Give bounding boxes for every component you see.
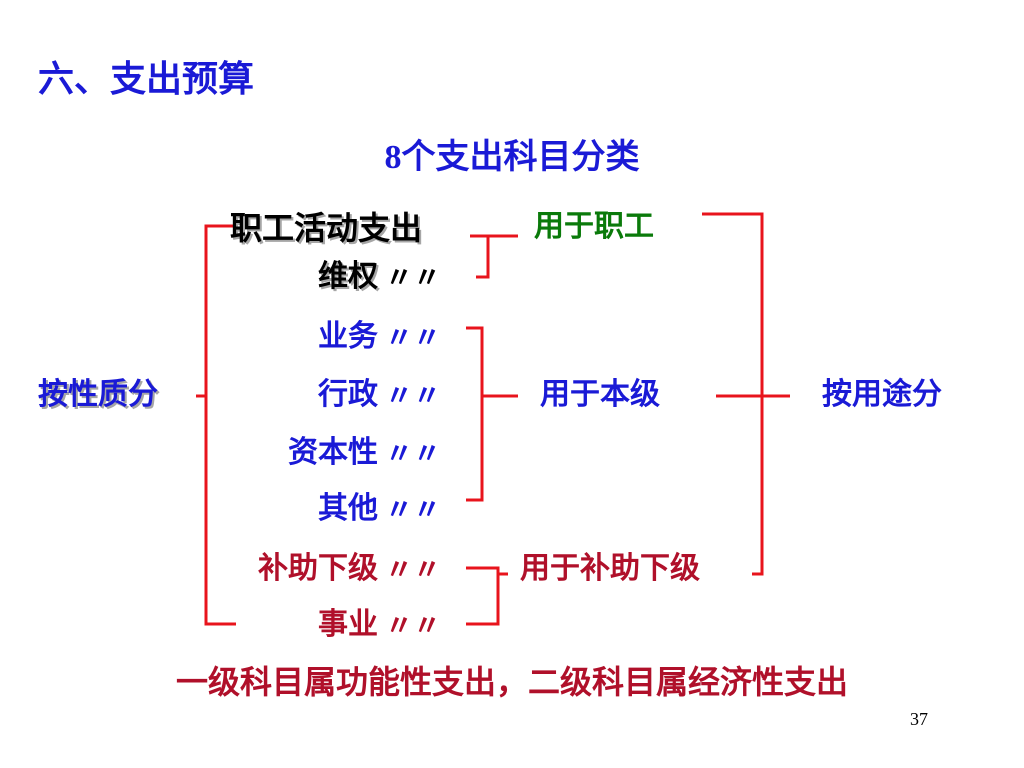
item-other-name: 其他 — [318, 491, 378, 526]
item-business-name: 业务 — [318, 319, 378, 354]
left-bracket — [204, 224, 236, 626]
page-number: 37 — [910, 709, 928, 729]
subtitle-number: 8 — [384, 139, 402, 176]
item-subsidy-ditto: 〃〃 — [385, 553, 442, 586]
item-admin-name: 行政 — [318, 377, 378, 412]
item-other-ditto: 〃〃 — [385, 493, 442, 526]
right-label-purpose: 按用途分 — [822, 377, 942, 412]
group-label-subsidy: 用于补助下级 — [520, 551, 700, 586]
subsidy-bracket — [466, 566, 500, 626]
slide-title: 六、支出预算 — [38, 59, 255, 100]
item-business-ditto: 〃〃 — [385, 321, 442, 354]
item-capital-name: 资本性 — [288, 435, 378, 470]
subtitle-text: 个支出科目分类 — [401, 137, 640, 177]
item-enterprise-ditto: 〃〃 — [385, 609, 442, 642]
item-staff-activity: 职工活动支出 — [230, 209, 423, 247]
item-subsidy-name: 补助下级 — [258, 551, 378, 586]
right-bracket — [702, 212, 764, 576]
item-capital-ditto: 〃〃 — [385, 437, 442, 470]
group-label-own-level: 用于本级 — [540, 377, 660, 412]
left-label-nature: 按性质分 — [38, 377, 158, 412]
item-enterprise-name: 事业 — [318, 607, 378, 642]
own-level-bracket — [466, 326, 484, 502]
item-rights-name: 维权 — [318, 259, 378, 294]
item-rights-ditto: 〃〃 — [385, 261, 442, 294]
group-label-staff: 用于职工 — [534, 209, 654, 244]
item-admin-ditto: 〃〃 — [385, 379, 442, 412]
footer-note: 一级科目属功能性支出，二级科目属经济性支出 — [175, 663, 848, 701]
staff-sub-bracket — [476, 236, 490, 279]
diagram-subtitle: 8个支出科目分类 — [0, 140, 1024, 175]
